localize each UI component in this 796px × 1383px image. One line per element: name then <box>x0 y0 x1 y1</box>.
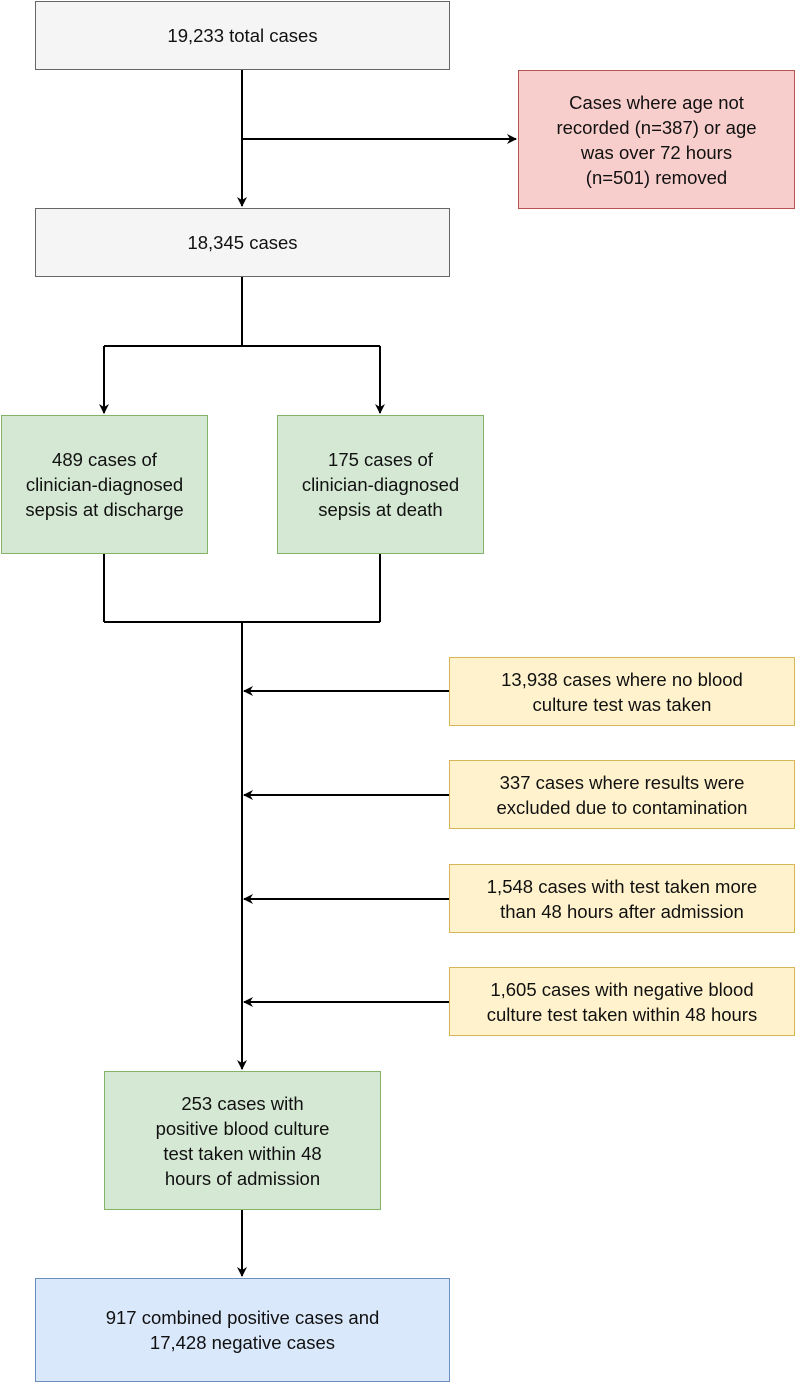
total-cases-box: 19,233 total cases <box>35 1 450 70</box>
removed-cases-box: Cases where age not recorded (n=387) or … <box>518 70 795 209</box>
remaining-cases-label: 18,345 cases <box>187 232 298 253</box>
total-cases-label: 19,233 total cases <box>167 25 318 46</box>
late-test-box: 1,548 cases with test taken more than 48… <box>449 864 795 933</box>
late-test-label: 1,548 cases with test taken more than 48… <box>486 875 758 922</box>
contamination-label: 337 cases where results were excluded du… <box>496 771 748 818</box>
removed-cases-label: Cases where age not recorded (n=387) or … <box>556 91 757 188</box>
contamination-box: 337 cases where results were excluded du… <box>449 760 795 829</box>
combined-cases-box: 917 combined positive cases and 17,428 n… <box>35 1278 450 1382</box>
no-culture-label: 13,938 cases where no blood culture test… <box>501 668 743 715</box>
remaining-cases-box: 18,345 cases <box>35 208 450 277</box>
negative-culture-label: 1,605 cases with negative blood culture … <box>486 978 758 1025</box>
sepsis-death-box: 175 cases of clinician-diagnosed sepsis … <box>277 415 484 554</box>
positive-culture-box: 253 cases with positive blood culture te… <box>104 1071 381 1210</box>
sepsis-death-label: 175 cases of clinician-diagnosed sepsis … <box>301 449 460 520</box>
sepsis-discharge-box: 489 cases of clinician-diagnosed sepsis … <box>1 415 208 554</box>
combined-cases-label: 917 combined positive cases and 17,428 n… <box>105 1307 380 1353</box>
negative-culture-box: 1,605 cases with negative blood culture … <box>449 967 795 1036</box>
positive-culture-label: 253 cases with positive blood culture te… <box>155 1092 330 1189</box>
no-culture-box: 13,938 cases where no blood culture test… <box>449 657 795 726</box>
sepsis-discharge-label: 489 cases of clinician-diagnosed sepsis … <box>25 449 184 520</box>
